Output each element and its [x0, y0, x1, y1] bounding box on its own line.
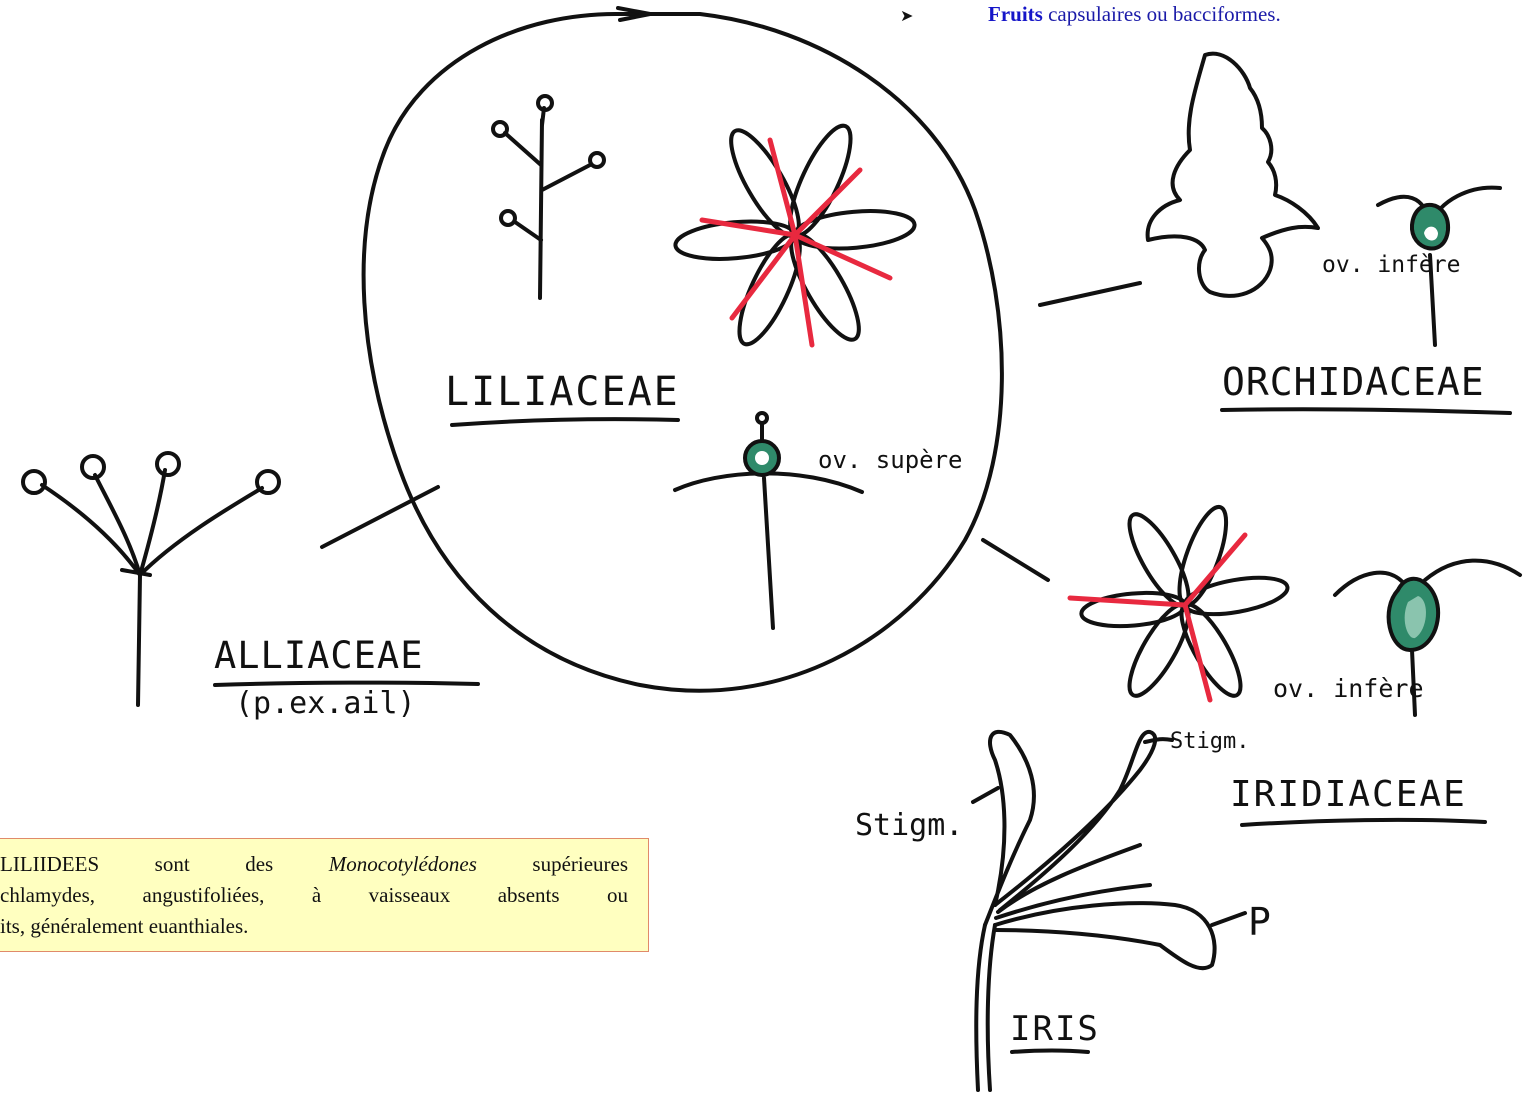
connector-iridiaceae: [983, 540, 1048, 580]
note-line-3: its, généralement euanthiales.: [0, 911, 628, 942]
note-line-1: LILIIDEES sont des Monocotylédones supér…: [0, 849, 628, 880]
alliaceae-label: ALLIACEAE: [214, 634, 423, 677]
note-term: LILIIDEES: [0, 852, 99, 876]
stigma-left-label: Stigm.: [855, 808, 963, 843]
alliaceae-example-label: (p.ex.ail): [235, 686, 416, 721]
liliaceae-underline: [452, 419, 678, 425]
iris-ovary-inferior-label: ov. infère: [1273, 674, 1424, 703]
alliaceae-underline: [215, 683, 478, 685]
iris-underline: [1012, 1051, 1088, 1053]
iridiaceae-underline: [1242, 820, 1485, 825]
orchid-ovary-inferior-label: ov. infère: [1322, 252, 1460, 278]
note-italic-term: Monocotylédones: [329, 852, 477, 876]
iris-label: IRIS: [1010, 1009, 1100, 1049]
ovary-superior-label: ov. supère: [818, 446, 963, 474]
orchidaceae-label: ORCHIDACEAE: [1222, 360, 1485, 404]
liliaceae-raceme: [493, 96, 604, 298]
iridiaceae-label: IRIDIACEAE: [1230, 774, 1467, 815]
liliaceae-circle: [364, 14, 1002, 691]
note-word: sont: [155, 852, 190, 876]
stigma-right-label: Stigm.: [1170, 729, 1249, 754]
note-word: supérieures: [532, 852, 628, 876]
liliidees-note-box: LILIIDEES sont des Monocotylédones supér…: [0, 838, 649, 952]
connector-orchidaceae: [1040, 283, 1140, 305]
liliaceae-stamens: [702, 140, 890, 345]
orchidaceae-underline: [1222, 409, 1510, 413]
petal-p-label: P: [1248, 900, 1271, 944]
liliaceae-label: LILIACEAE: [445, 369, 680, 415]
orchid-flower: [1148, 54, 1318, 296]
note-line-2: chlamydes, angustifoliées, à vaisseaux a…: [0, 880, 628, 911]
note-word: des: [245, 852, 273, 876]
